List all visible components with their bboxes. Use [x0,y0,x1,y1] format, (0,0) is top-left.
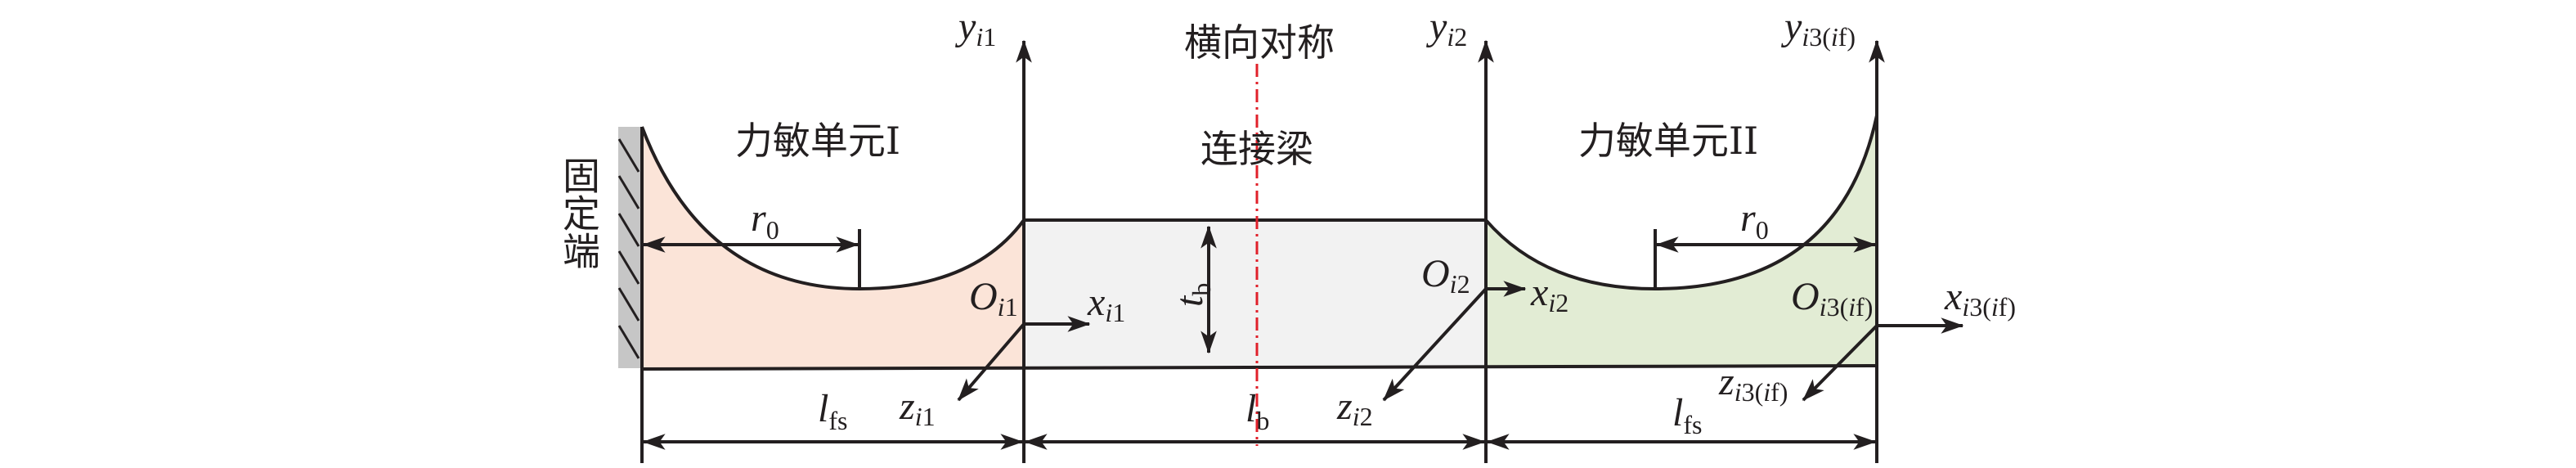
r0-left-label: r0 [751,196,779,245]
origin-i1-label: Oi1 [969,275,1018,322]
origin-i3-label: Oi3(if) [1791,275,1873,322]
fixed-wall [617,127,642,368]
lfs-right-label: lfs [1672,391,1702,439]
x-i2-label: xi2 [1530,271,1568,317]
z-i2-label: zi2 [1336,385,1373,431]
lb-label: lb [1245,387,1269,435]
symmetry-label: 横向对称 [1184,20,1335,65]
force-unit-2-body [1486,115,1877,367]
y-i2-label: yi2 [1425,5,1467,52]
beam-label: 连接梁 [1200,127,1313,171]
lfs-left-label: lfs [818,387,847,435]
z-i3-label: zi3(if) [1718,360,1788,407]
x-i3-label: xi3(if) [1944,275,2016,322]
structure-outline [640,115,1878,463]
x-i1-label: xi1 [1087,281,1125,327]
connecting-beam-body [1024,220,1486,367]
y-i1-label: yi1 [954,5,996,52]
r0-right-label: r0 [1740,196,1769,245]
origin-i2-label: Oi2 [1421,252,1470,299]
force-unit-2-label: 力敏单元II [1578,119,1758,163]
fixed-end-label: 固定端 [557,156,601,269]
z-i1-label: zi1 [899,385,936,431]
force-unit-1-label: 力敏单元I [735,119,900,163]
tb-label: tb [1168,283,1216,307]
dimension-lines [642,225,1877,450]
coordinate-axes [957,39,1964,463]
force-unit-1-body [642,127,1024,369]
y-i3-label: yi3(if) [1780,5,1856,52]
